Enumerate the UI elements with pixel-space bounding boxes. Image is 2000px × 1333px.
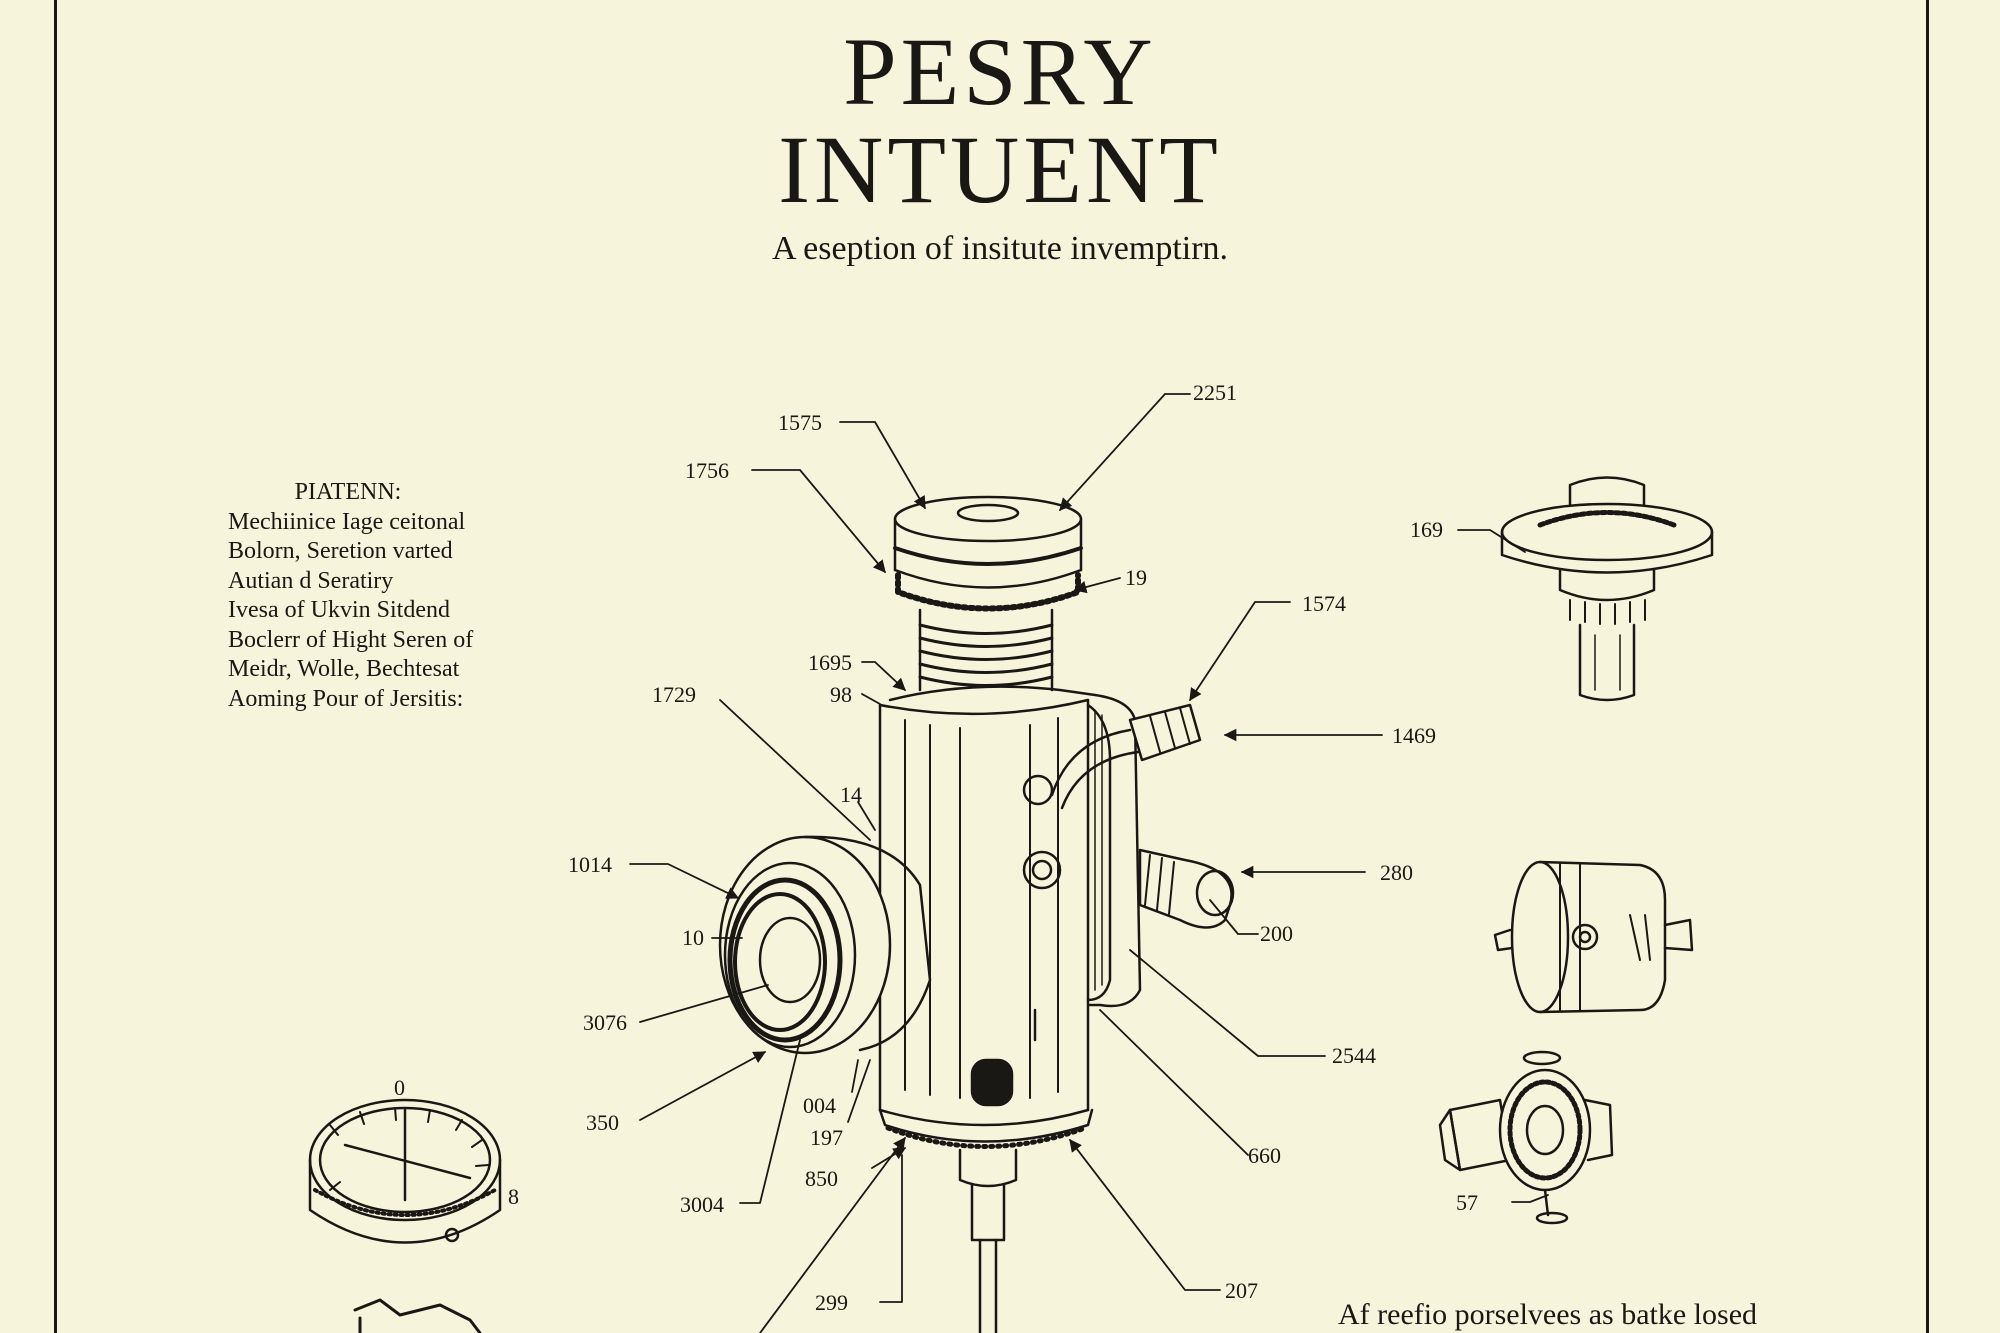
dial-label: 8	[508, 1184, 519, 1209]
leader-lines	[629, 393, 1549, 1333]
callout-label: 280	[1380, 860, 1413, 885]
part-side-cylinder	[1493, 860, 1694, 1014]
legend-line: Boclerr of Hight Seren of	[228, 626, 474, 653]
callout-label: 850	[805, 1166, 838, 1191]
callout-label: 2544	[1332, 1043, 1376, 1068]
callout-label: 3004	[680, 1192, 724, 1217]
callout-label: 200	[1260, 921, 1293, 946]
part-57	[1438, 1050, 1614, 1225]
legend-line: Mechiinice Iage ceitonal	[228, 508, 466, 535]
legend-block: PIATENN: Mechiinice Iage ceitonal Bolorn…	[228, 478, 528, 714]
footer-caption: Af reefio porselvees as batke losed	[1338, 1298, 1758, 1331]
callout-label: 1695	[808, 650, 852, 675]
dial-part	[308, 1098, 502, 1333]
callout-label: 207	[1225, 1278, 1258, 1303]
callout-label: 1469	[1392, 723, 1436, 748]
frame-left-border	[54, 0, 57, 1333]
title-line-1: PESRY	[843, 18, 1157, 125]
dial-label: 0	[394, 1075, 405, 1100]
callout-label: 1756	[685, 458, 729, 483]
callout-label: 98	[830, 682, 852, 707]
callout-label: 197	[810, 1125, 843, 1150]
main-device	[718, 495, 1235, 1333]
callout-label: 2251	[1193, 380, 1237, 405]
legend-heading: PIATENN:	[294, 479, 402, 505]
title-line-2: INTUENT	[778, 116, 1222, 223]
callout-label: 299	[815, 1290, 848, 1315]
callout-label: 660	[1248, 1143, 1281, 1168]
subtitle: A eseption of insitute invemptirn.	[771, 230, 1229, 267]
callout-label: 350	[586, 1110, 619, 1135]
callout-label: 169	[1410, 517, 1443, 542]
part-169	[1500, 476, 1714, 702]
callout-label: 19	[1125, 565, 1147, 590]
callout-label: 3076	[583, 1010, 627, 1035]
legend-line: Ivesa of Ukvin Sitdend	[228, 597, 450, 623]
callout-label: 1014	[568, 852, 612, 877]
legend-line: Autian d Seratiry	[228, 567, 394, 594]
legend-line: Aoming Pour of Jersitis:	[228, 685, 464, 712]
callout-labels: 2251 1575 1756 19 1574 1695 98 1729 1469…	[394, 380, 1478, 1315]
callout-label: 14	[840, 782, 862, 807]
callout-label: 57	[1456, 1190, 1478, 1215]
callout-label: 1729	[652, 682, 696, 707]
legend-line: Bolorn, Seretion varted	[228, 538, 453, 564]
callout-label: 004	[803, 1093, 836, 1118]
callout-label: 1575	[778, 410, 822, 435]
callout-label: 1574	[1302, 591, 1346, 616]
frame-right-border	[1926, 0, 1929, 1333]
legend-line: Meidr, Wolle, Bechtesat	[228, 656, 460, 682]
callout-label: 10	[682, 925, 704, 950]
